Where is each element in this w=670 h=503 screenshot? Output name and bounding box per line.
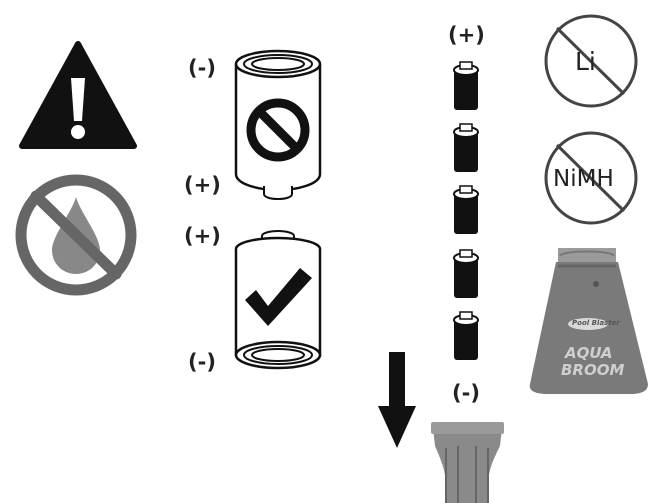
down-arrow-icon	[378, 352, 416, 448]
aqua-broom-device	[529, 248, 648, 394]
no-li-icon	[544, 14, 638, 108]
no-nimh-icon	[544, 131, 638, 225]
device-brand-label: Pool Blaster	[572, 319, 620, 327]
checkmark-icon	[245, 268, 312, 326]
right-cell-negative-label: (-)	[188, 350, 216, 374]
stack-cell	[453, 61, 479, 110]
wrong-orientation-cell	[234, 49, 322, 201]
stack-cell	[453, 311, 479, 360]
device-name-line-1: AQUA	[565, 344, 613, 362]
correct-orientation-cell	[234, 229, 322, 370]
wrong-cell-positive-label: (+)	[184, 173, 221, 197]
stack-positive-label: (+)	[448, 23, 485, 47]
battery-stack	[453, 61, 479, 360]
prohibited-icon	[246, 98, 310, 162]
wrong-cell-negative-label: (-)	[188, 56, 216, 80]
no-nimh-label: NiMH	[553, 166, 614, 192]
stack-cell	[453, 249, 479, 298]
warning-triangle-icon	[19, 41, 137, 149]
right-cell-positive-label: (+)	[184, 224, 221, 248]
no-water-drop-icon	[15, 174, 137, 296]
no-li-label: Li	[575, 47, 596, 76]
handle-tube	[431, 422, 504, 503]
stack-cell	[453, 123, 479, 172]
device-name-line-2: BROOM	[561, 361, 625, 379]
stack-cell	[453, 185, 479, 234]
stack-negative-label: (-)	[452, 381, 480, 405]
